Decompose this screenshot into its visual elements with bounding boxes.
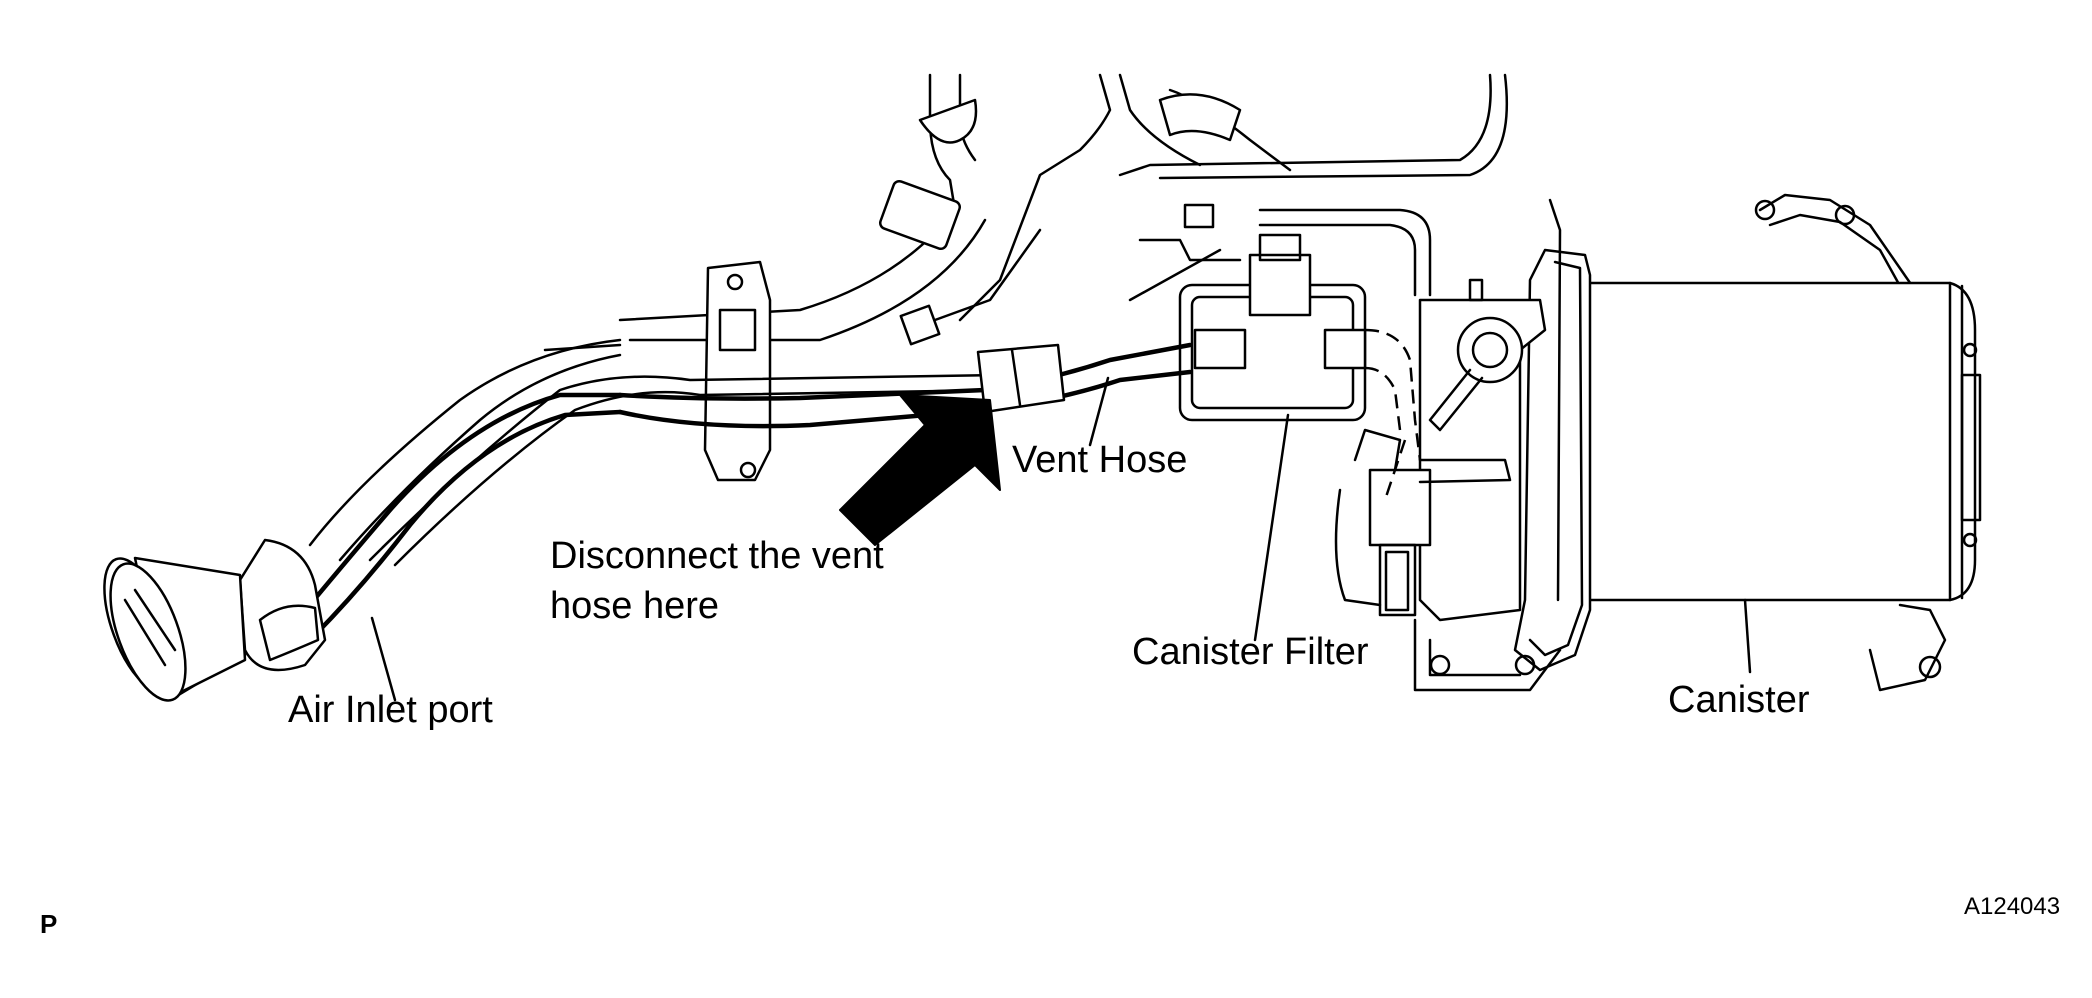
vent-hose-drawing [617, 342, 1193, 429]
disconnect-arrow [839, 394, 1001, 546]
label-air-inlet-port: Air Inlet port [288, 689, 493, 731]
corner-mark: P [40, 909, 58, 939]
mounting-bracket-drawing [703, 260, 772, 482]
canister-filter-drawing [1178, 233, 1422, 501]
valve-module-drawing [1334, 278, 1547, 622]
figure-id: A124043 [1964, 893, 2061, 920]
leader-lines [370, 376, 1752, 702]
label-canister: Canister [1668, 679, 1810, 721]
filler-pipe-drawing [103, 338, 1002, 702]
canister-drawing [1413, 193, 1982, 692]
label-disconnect-line2: hose here [550, 585, 720, 627]
label-canister-filter: Canister Filter [1132, 631, 1369, 673]
label-vent-hose: Vent Hose [1012, 439, 1188, 481]
label-disconnect-line1: Disconnect the vent [550, 535, 884, 577]
upper-tubes-drawing [618, 73, 1509, 346]
